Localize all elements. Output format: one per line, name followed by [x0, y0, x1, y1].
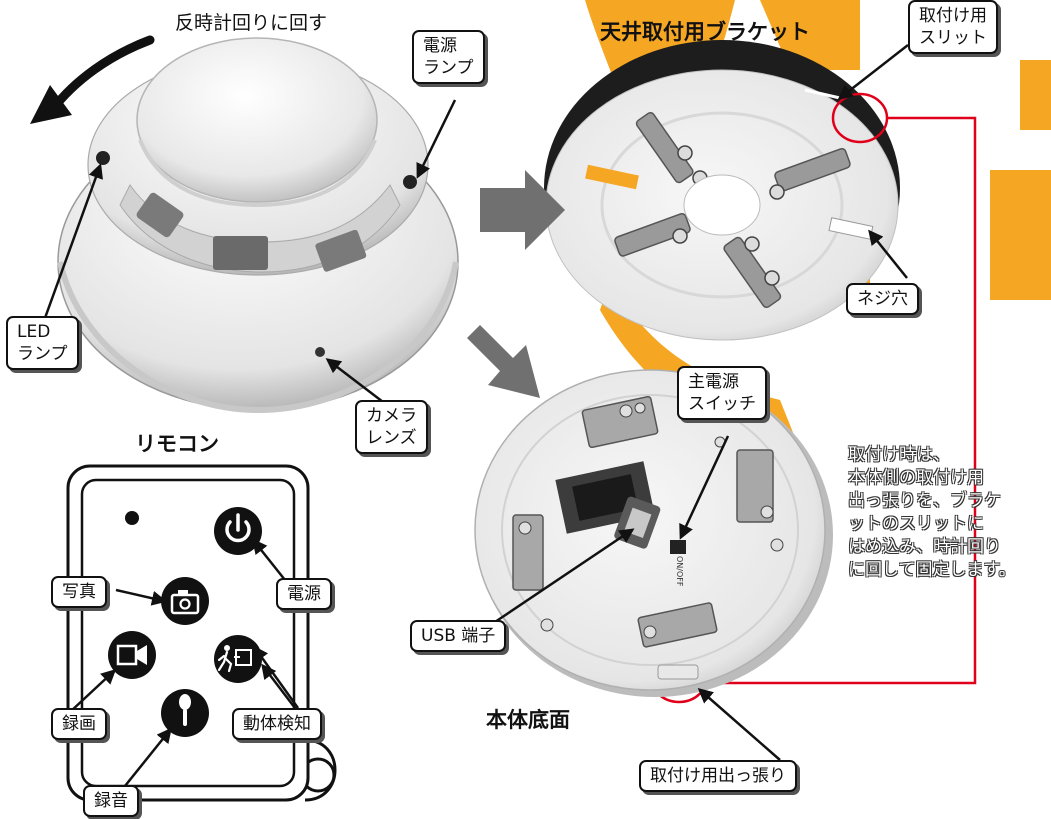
video-camera-icon[interactable]	[108, 631, 156, 679]
power-callout: 電源	[276, 578, 332, 610]
power-lamp-dot	[403, 175, 417, 189]
led-lamp-callout: LED ランプ	[6, 316, 79, 370]
device-bottom: ON/OFF	[474, 369, 833, 697]
remote-title: リモコン	[135, 432, 219, 456]
slit-callout: 取付け用 スリット	[908, 0, 998, 54]
audio-callout: 録音	[83, 785, 139, 817]
gray-arrow-right	[480, 170, 565, 250]
bracket-title: 天井取付用ブラケット	[600, 20, 810, 44]
screw-hole-callout: ネジ穴	[846, 283, 919, 315]
bottom-title: 本体底面	[486, 708, 570, 732]
rotate-instruction: 反時計回りに回す	[175, 12, 328, 34]
smoke-detector-camera	[57, 37, 459, 414]
tab-callout: 取付け用出っ張り	[639, 760, 797, 792]
main-switch-callout: 主電源 スイッチ	[677, 366, 767, 420]
power-lamp-callout: 電源 ランプ	[412, 30, 485, 84]
remote-control	[66, 464, 337, 802]
led-lamp-dot	[96, 151, 110, 165]
camera-icon[interactable]	[161, 577, 209, 625]
switch-label: ON/OFF	[675, 556, 684, 587]
video-callout: 録画	[51, 708, 107, 740]
connector-line	[706, 116, 977, 685]
photo-callout: 写真	[51, 576, 107, 608]
callout-arrows	[43, 44, 909, 787]
motion-callout: 動体検知	[232, 708, 322, 740]
ceiling-bracket	[544, 40, 900, 341]
camera-lens-callout: カメラ レンズ	[355, 400, 428, 454]
camera-lens-dot	[315, 347, 325, 357]
gray-arrow-down	[467, 325, 540, 398]
installation-note: 取付け時は、 本体側の取付け用 出っ張りを、ブラケ ットのスリットに はめ込み、…	[848, 445, 1016, 580]
usb-callout: USB 端子	[410, 620, 507, 652]
